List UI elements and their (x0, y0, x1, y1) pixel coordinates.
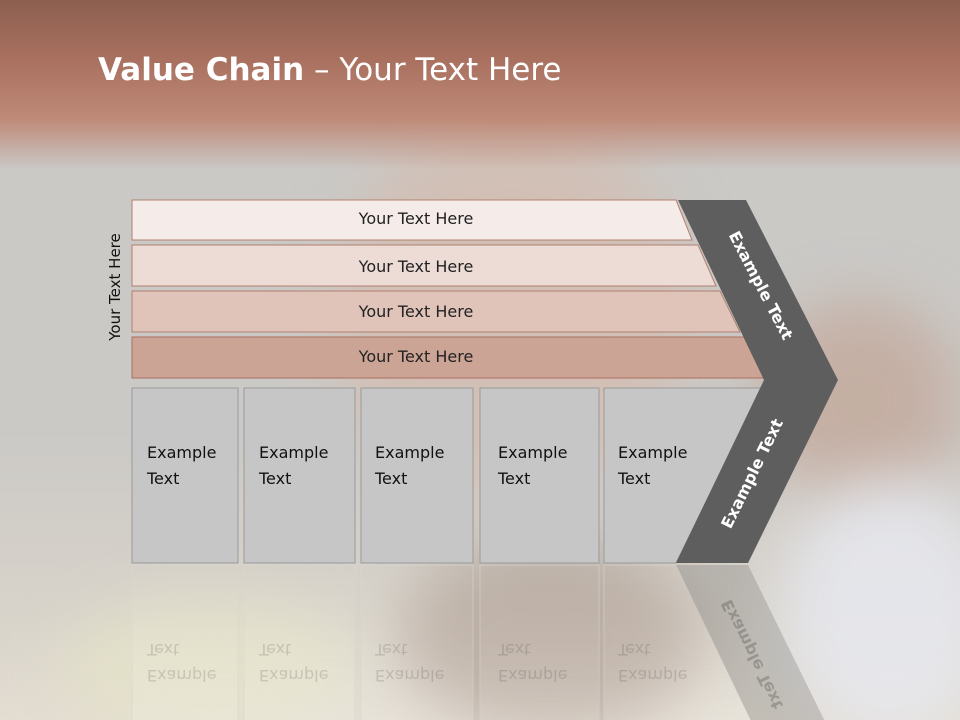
activity-box-1-line1: Example (147, 443, 216, 462)
tier-bars: Your Text Here Your Text Here Your Text … (131, 199, 765, 379)
tier-label-4: Your Text Here (358, 347, 474, 366)
tier-bar-2[interactable] (131, 244, 717, 287)
activity-box-4-reflection-line2: Text (497, 640, 530, 659)
title-rest: – Your Text Here (304, 52, 562, 88)
activity-box-3-reflection-line2: Text (374, 640, 407, 659)
chevron-upper[interactable] (678, 200, 838, 380)
activity-box-3-reflection-line1: Example (375, 666, 444, 685)
activity-box-4-line2: Text (497, 469, 530, 488)
activity-boxes: Example Text Example Text Example Text E… (131, 387, 763, 564)
activity-box-5-line1: Example (618, 443, 687, 462)
activity-box-4-line1: Example (498, 443, 567, 462)
activity-box-1-reflection-line1: Example (147, 666, 216, 685)
activity-box-1-reflection-line2: Text (146, 640, 179, 659)
activity-box-3-reflection (360, 564, 474, 720)
tier-bar-3[interactable] (131, 290, 741, 333)
tier-label-1: Your Text Here (358, 209, 474, 228)
chevron-lower[interactable] (676, 380, 838, 563)
activity-box-3-line1: Example (375, 443, 444, 462)
activity-box-5-reflection-line1: Example (618, 666, 687, 685)
title-bold: Value Chain (98, 52, 305, 88)
activity-box-5-reflection (603, 564, 753, 720)
activity-box-3[interactable] (360, 387, 474, 564)
activity-box-1-reflection (131, 564, 239, 720)
activity-box-4-reflection-line1: Example (498, 666, 567, 685)
chevron-lower-reflection (676, 565, 825, 720)
reflection: Example Text Example Text Example Text E… (131, 564, 825, 720)
background-photo-blob (780, 480, 960, 720)
activity-box-2-line1: Example (259, 443, 328, 462)
activity-box-5-reflection-line2: Text (617, 640, 650, 659)
activity-box-4-reflection (479, 564, 600, 720)
activity-box-2-line2: Text (258, 469, 291, 488)
activity-box-2-reflection (243, 564, 356, 720)
tier-label-3: Your Text Here (358, 302, 474, 321)
activity-box-2-reflection-line2: Text (258, 640, 291, 659)
activity-box-2-reflection-line1: Example (259, 666, 328, 685)
tier-label-2: Your Text Here (358, 257, 474, 276)
header-band (0, 0, 960, 170)
activity-box-3-line2: Text (374, 469, 407, 488)
activity-box-4[interactable] (479, 387, 600, 564)
activity-box-5-line2: Text (617, 469, 650, 488)
page-title: Value Chain – Your Text Here (98, 52, 561, 88)
tier-bar-1[interactable] (131, 199, 693, 241)
activity-box-1[interactable] (131, 387, 239, 564)
activity-box-1-line2: Text (146, 469, 179, 488)
activity-box-2[interactable] (243, 387, 356, 564)
